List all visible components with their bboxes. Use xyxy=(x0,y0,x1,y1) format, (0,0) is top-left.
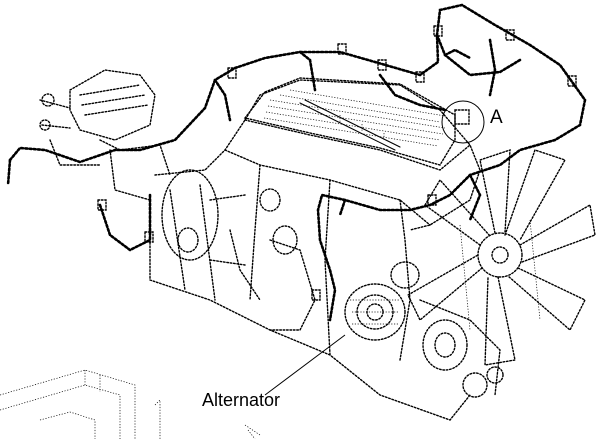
harness-connectors xyxy=(97,25,577,301)
alternator-label: Alternator xyxy=(202,390,281,410)
valve-cover xyxy=(243,77,456,166)
alternator xyxy=(259,188,504,398)
flywheel-housing xyxy=(161,169,246,266)
fuel-pump-module xyxy=(39,69,171,201)
callout-a-circle xyxy=(441,100,485,144)
wiring-harness xyxy=(6,3,587,322)
alternator-leader-line xyxy=(264,334,346,396)
frame-rail-lower-left xyxy=(0,369,261,439)
callout-a-label: A xyxy=(490,107,503,128)
engine-block xyxy=(149,79,481,421)
cooling-fan xyxy=(407,149,596,366)
